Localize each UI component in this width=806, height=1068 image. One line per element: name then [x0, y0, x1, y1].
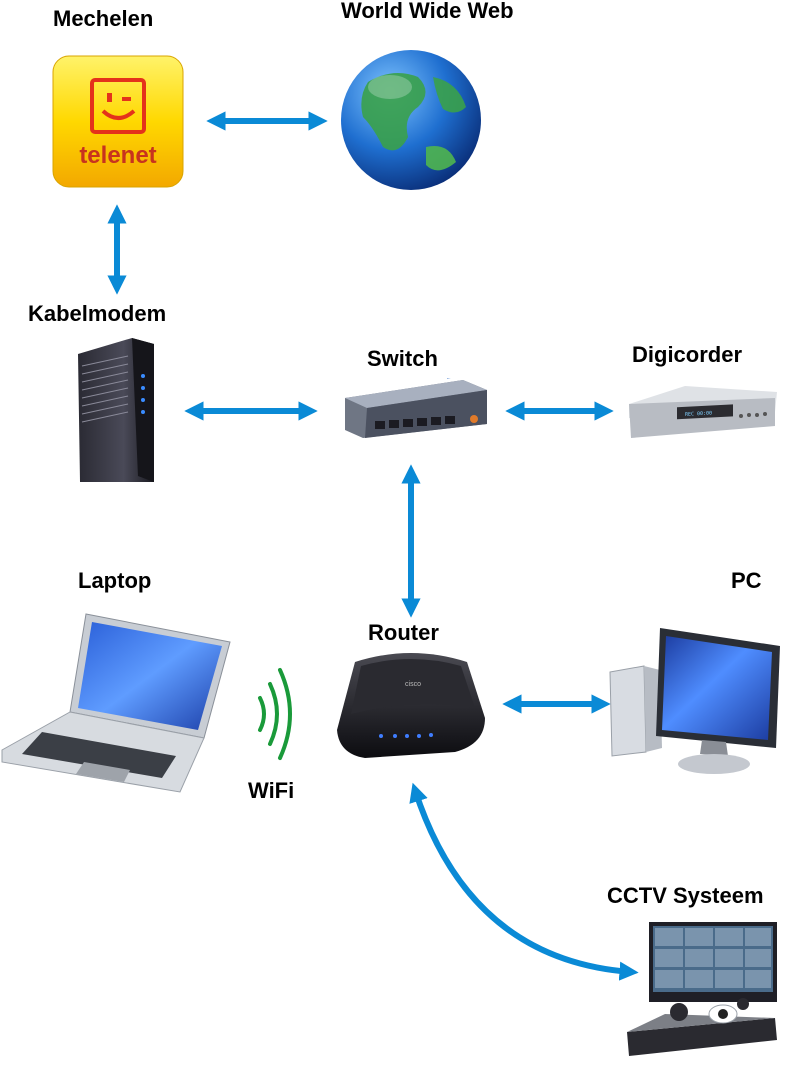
- svg-text:cisco: cisco: [405, 681, 421, 688]
- cctv-icon: [625, 918, 779, 1058]
- arrow-router-cctv: [409, 782, 639, 981]
- label-laptop: Laptop: [78, 568, 152, 593]
- digicorder-icon: REC 00:00: [625, 382, 779, 440]
- label-router: Router: [368, 620, 439, 645]
- label-kabelmodem: Kabelmodem: [28, 301, 167, 326]
- label-world-wide-web: World Wide Web: [341, 0, 514, 23]
- router-icon: cisco: [335, 648, 487, 760]
- laptop-icon: [0, 612, 232, 794]
- wifi-icon: [250, 664, 302, 764]
- label-pc: PC: [731, 568, 762, 593]
- switch-icon: [337, 366, 489, 440]
- globe-icon: [338, 47, 484, 193]
- telenet-logo-icon: telenet: [52, 55, 184, 188]
- label-digicorder: Digicorder: [632, 342, 743, 367]
- cable-modem-icon: [72, 336, 156, 486]
- label-wifi: WiFi: [248, 778, 295, 803]
- label-switch: Switch: [367, 346, 438, 371]
- svg-text:REC 00:00: REC 00:00: [685, 410, 712, 417]
- label-mechelen: Mechelen: [53, 6, 154, 31]
- pc-icon: [606, 624, 784, 778]
- telenet-logo-text: telenet: [79, 142, 156, 169]
